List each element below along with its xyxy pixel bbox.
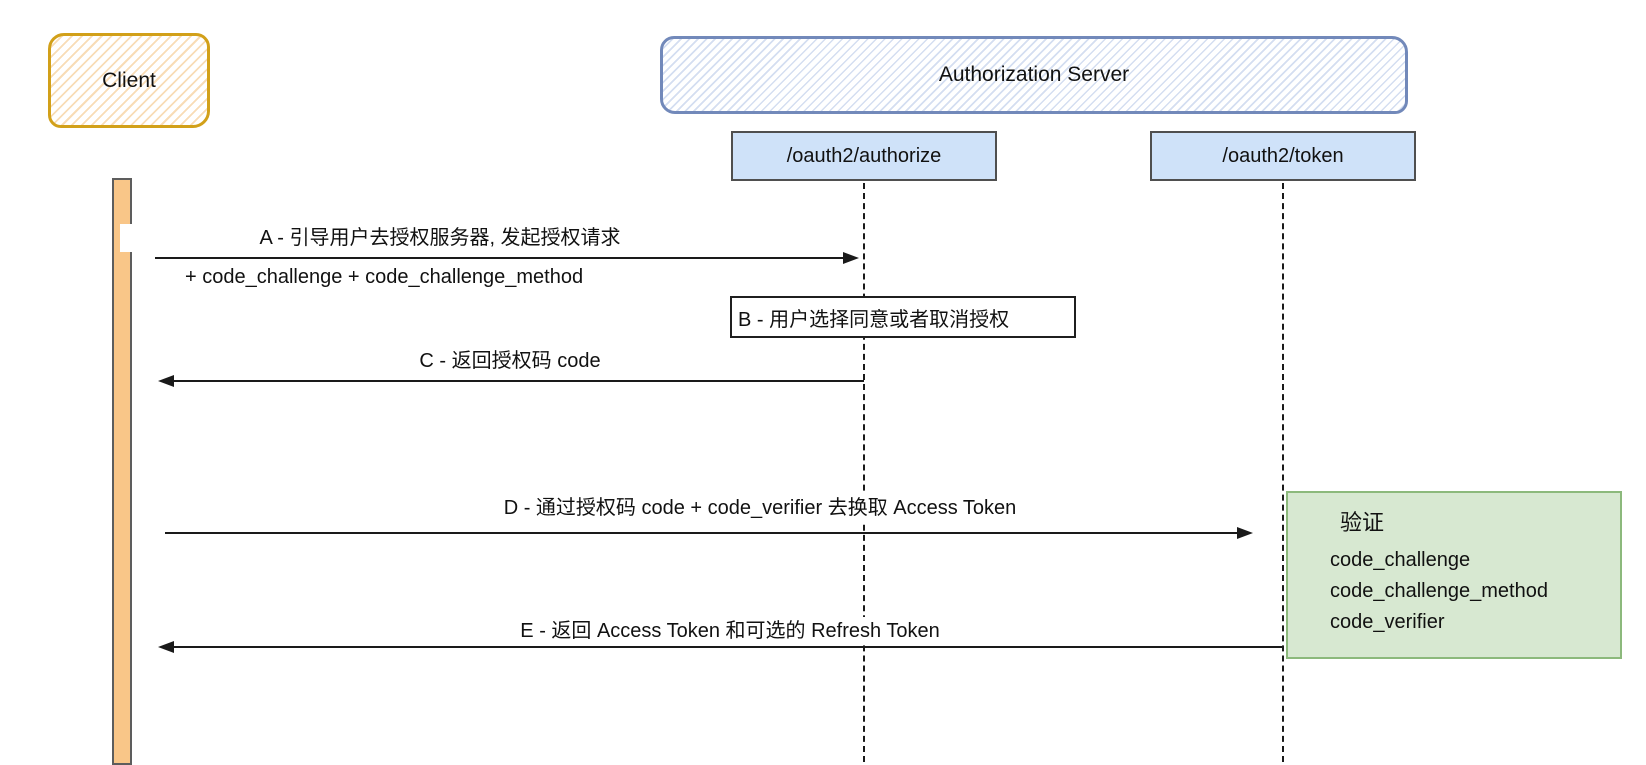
note-item-code-challenge: code_challenge: [1330, 549, 1471, 571]
token-endpoint-box: /oauth2/token: [1150, 131, 1416, 181]
verification-note-box: 验证 code_challenge code_challenge_method …: [1286, 491, 1622, 659]
client-activation-bar: [112, 178, 132, 765]
arrowhead-left-icon: [158, 375, 174, 387]
authorize-lifeline: [863, 183, 865, 762]
arrowhead-right-icon: [843, 252, 859, 264]
arrowhead-left-icon: [158, 641, 174, 653]
message-d-label: D - 通过授权码 code + code_verifier 去换取 Acces…: [260, 494, 1260, 522]
message-d-line: [165, 532, 1237, 534]
client-actor-box: Client: [48, 33, 210, 128]
message-a-sublabel: + code_challenge + code_challenge_method: [185, 263, 584, 291]
token-endpoint-label: /oauth2/token: [1222, 144, 1344, 167]
authorize-endpoint-label: /oauth2/authorize: [786, 144, 942, 167]
message-a-line: [155, 257, 843, 259]
authorize-endpoint-box: /oauth2/authorize: [731, 131, 997, 181]
token-lifeline: [1282, 183, 1284, 762]
arrowhead-right-icon: [1237, 527, 1253, 539]
authorization-server-label: Authorization Server: [938, 63, 1130, 86]
message-b-box: B - 用户选择同意或者取消授权: [730, 296, 1076, 338]
message-c-label: C - 返回授权码 code: [260, 347, 760, 375]
message-e-line: [174, 646, 1284, 648]
verification-note-items: code_challenge code_challenge_method cod…: [1330, 545, 1548, 638]
client-actor-label: Client: [102, 68, 156, 92]
message-a-label: A - 引导用户去授权服务器, 发起授权请求: [120, 224, 760, 252]
note-item-code-verifier: code_verifier: [1330, 611, 1445, 633]
authorization-server-box: Authorization Server: [660, 36, 1408, 114]
note-item-code-challenge-method: code_challenge_method: [1330, 580, 1548, 602]
verification-note-title: 验证: [1340, 510, 1385, 535]
message-e-label: E - 返回 Access Token 和可选的 Refresh Token: [250, 617, 1210, 645]
message-b-label: B - 用户选择同意或者取消授权: [738, 308, 1010, 331]
message-c-line: [174, 380, 864, 382]
